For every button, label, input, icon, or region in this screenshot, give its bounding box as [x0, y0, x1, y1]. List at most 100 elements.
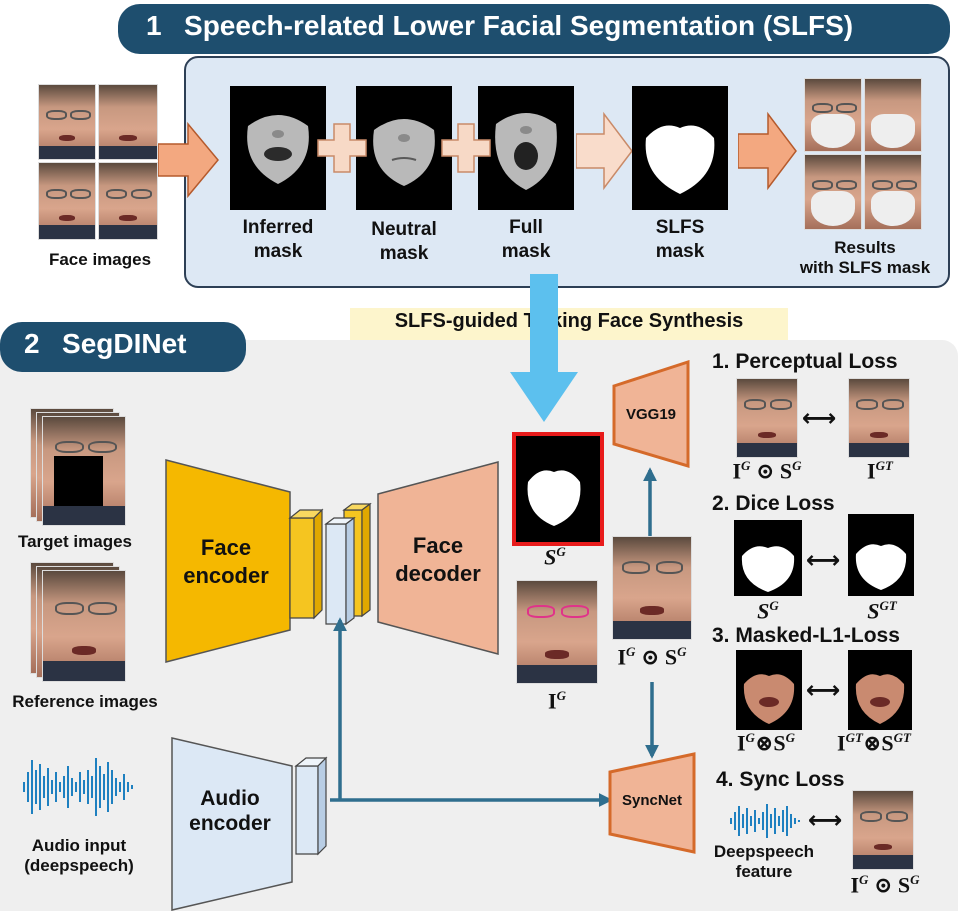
mr-otimes: ⊗ [862, 730, 882, 756]
dl-s: S [757, 598, 770, 624]
dice-loss-title: 2. Dice Loss [712, 492, 835, 515]
arrow-masks-to-slfs [576, 111, 633, 191]
dice-left-label: SG [742, 598, 794, 624]
pl-s-sup: G [792, 458, 802, 473]
reference-image-front [42, 570, 126, 682]
ig-odot-sg-s-sup: G [677, 644, 687, 659]
ig-odot-sg-i: I [617, 644, 627, 670]
section1-title: Speech-related Lower Facial Segmentation… [184, 10, 854, 41]
sr-i: I [850, 872, 860, 898]
slfs-mask-label-line2: mask [655, 241, 705, 262]
slfs-guided-banner-text: SLFS-guided Talking Face Synthesis [394, 310, 744, 332]
sg-label-sup: G [556, 544, 566, 559]
audio-encoder-label-line2: encoder [189, 812, 271, 835]
deepspeech-feature-label-line2: feature [735, 862, 793, 881]
sr-s-sup: G [910, 872, 920, 887]
masked-l1-left-image [736, 650, 802, 730]
ig-label: IG [532, 688, 582, 714]
slfs-mask-label-line1: SLFS [655, 217, 705, 238]
audio-input-label-line2: (deepspeech) [24, 856, 134, 875]
sync-right-label: IG ⊙ SG [838, 872, 932, 898]
dice-sgt-image [848, 514, 914, 596]
ig-image [516, 580, 598, 684]
face-decoder-block [377, 461, 499, 655]
mr-i-sup: GT [845, 730, 863, 745]
ml-s: S [773, 730, 786, 756]
concat-feature-block [324, 502, 372, 626]
ml-i-sup: G [745, 730, 755, 745]
mr-s-sup: GT [893, 730, 911, 745]
target-images-label: Target images [17, 532, 132, 551]
audio-input-label: Audio input(deepspeech) [4, 836, 154, 876]
ig-label-sup: G [556, 688, 566, 703]
sr-odot: ⊙ [873, 872, 893, 898]
face-images-label: Face images [48, 250, 152, 269]
section2-title: SegDINet [62, 328, 187, 359]
neutral-mask-label-line1: Neutral [371, 219, 437, 240]
inferred-mask-label-line1: Inferred [242, 217, 314, 238]
pr-i-sup: GT [875, 458, 893, 473]
perceptual-loss-title: 1. Perceptual Loss [712, 350, 898, 373]
masked-l1-left-label: IG⊗SG [722, 730, 810, 756]
pl-odot: ⊙ [755, 458, 775, 484]
dice-sg-image [734, 520, 802, 596]
masked-l1-arrow: ⟷ [806, 677, 841, 704]
deepspeech-waveform-icon [730, 804, 800, 838]
ig-odot-sg-image [612, 536, 692, 640]
dr-s: S [867, 598, 880, 624]
slfs-mask-image [632, 86, 728, 210]
face-image-4 [98, 162, 158, 240]
inferred-mask-image [230, 86, 326, 210]
ml-s-sup: G [785, 730, 796, 745]
pl-s: S [779, 458, 793, 484]
arrow-slfs-to-results [738, 111, 797, 191]
face-image-1 [38, 84, 96, 160]
perceptual-ig-odot-sg [736, 378, 798, 458]
face-decoder-label-line2: decoder [395, 561, 481, 586]
syncnet-block [608, 752, 696, 854]
full-mask-image [478, 86, 574, 210]
odot-symbol: ⊙ [640, 644, 660, 670]
face-encoder-block [165, 459, 291, 663]
deepspeech-feature-label-line1: Deepspeech [713, 842, 815, 861]
ig-label-base: I [548, 688, 557, 714]
ig-odot-sg-label: IG ⊙ SG [606, 644, 698, 670]
results-label-line2: with SLFS mask [799, 258, 931, 277]
sg-label: SG [530, 544, 580, 570]
section2-header: 2 SegDINet [0, 322, 246, 372]
pl-i-sup: G [741, 458, 751, 473]
sync-ig-odot-sg [852, 790, 914, 870]
masked-l1-loss-title: 3. Masked-L1-Loss [712, 624, 900, 647]
target-image-front [42, 416, 126, 526]
result-image-2 [864, 78, 922, 152]
ig-odot-sg-i-sup: G [626, 644, 636, 659]
audio-input-label-line1: Audio input [31, 836, 127, 855]
results-label-line1: Results [834, 238, 896, 257]
result-image-4 [864, 154, 922, 230]
audio-waveform-icon [23, 758, 133, 816]
pl-i: I [732, 458, 742, 484]
masked-l1-right-image [848, 650, 912, 730]
masked-l1-right-label: IGT⊗SGT [818, 730, 930, 756]
ml-otimes: ⊗ [754, 730, 774, 756]
slfs-mask-label: SLFS mask [630, 216, 730, 264]
section1-header: 1 Speech-related Lower Facial Segmentati… [118, 4, 950, 54]
sync-arrow: ⟷ [808, 807, 843, 834]
sr-i-sup: G [859, 872, 869, 887]
sg-label-base: S [544, 544, 557, 570]
perceptual-right-label: IGT [850, 458, 910, 484]
dl-s-sup: G [769, 598, 779, 613]
sg-highlight-box [512, 432, 604, 546]
audio-encoder-label-line1: Audio [200, 787, 260, 810]
down-arrow-slfs [510, 274, 578, 422]
slfs-guided-banner [350, 308, 788, 340]
full-mask-label-line1: Full [509, 217, 543, 238]
ig-odot-sg-s: S [664, 644, 678, 670]
plus-icon-1 [317, 123, 367, 173]
section2-number: 2 [24, 328, 40, 359]
